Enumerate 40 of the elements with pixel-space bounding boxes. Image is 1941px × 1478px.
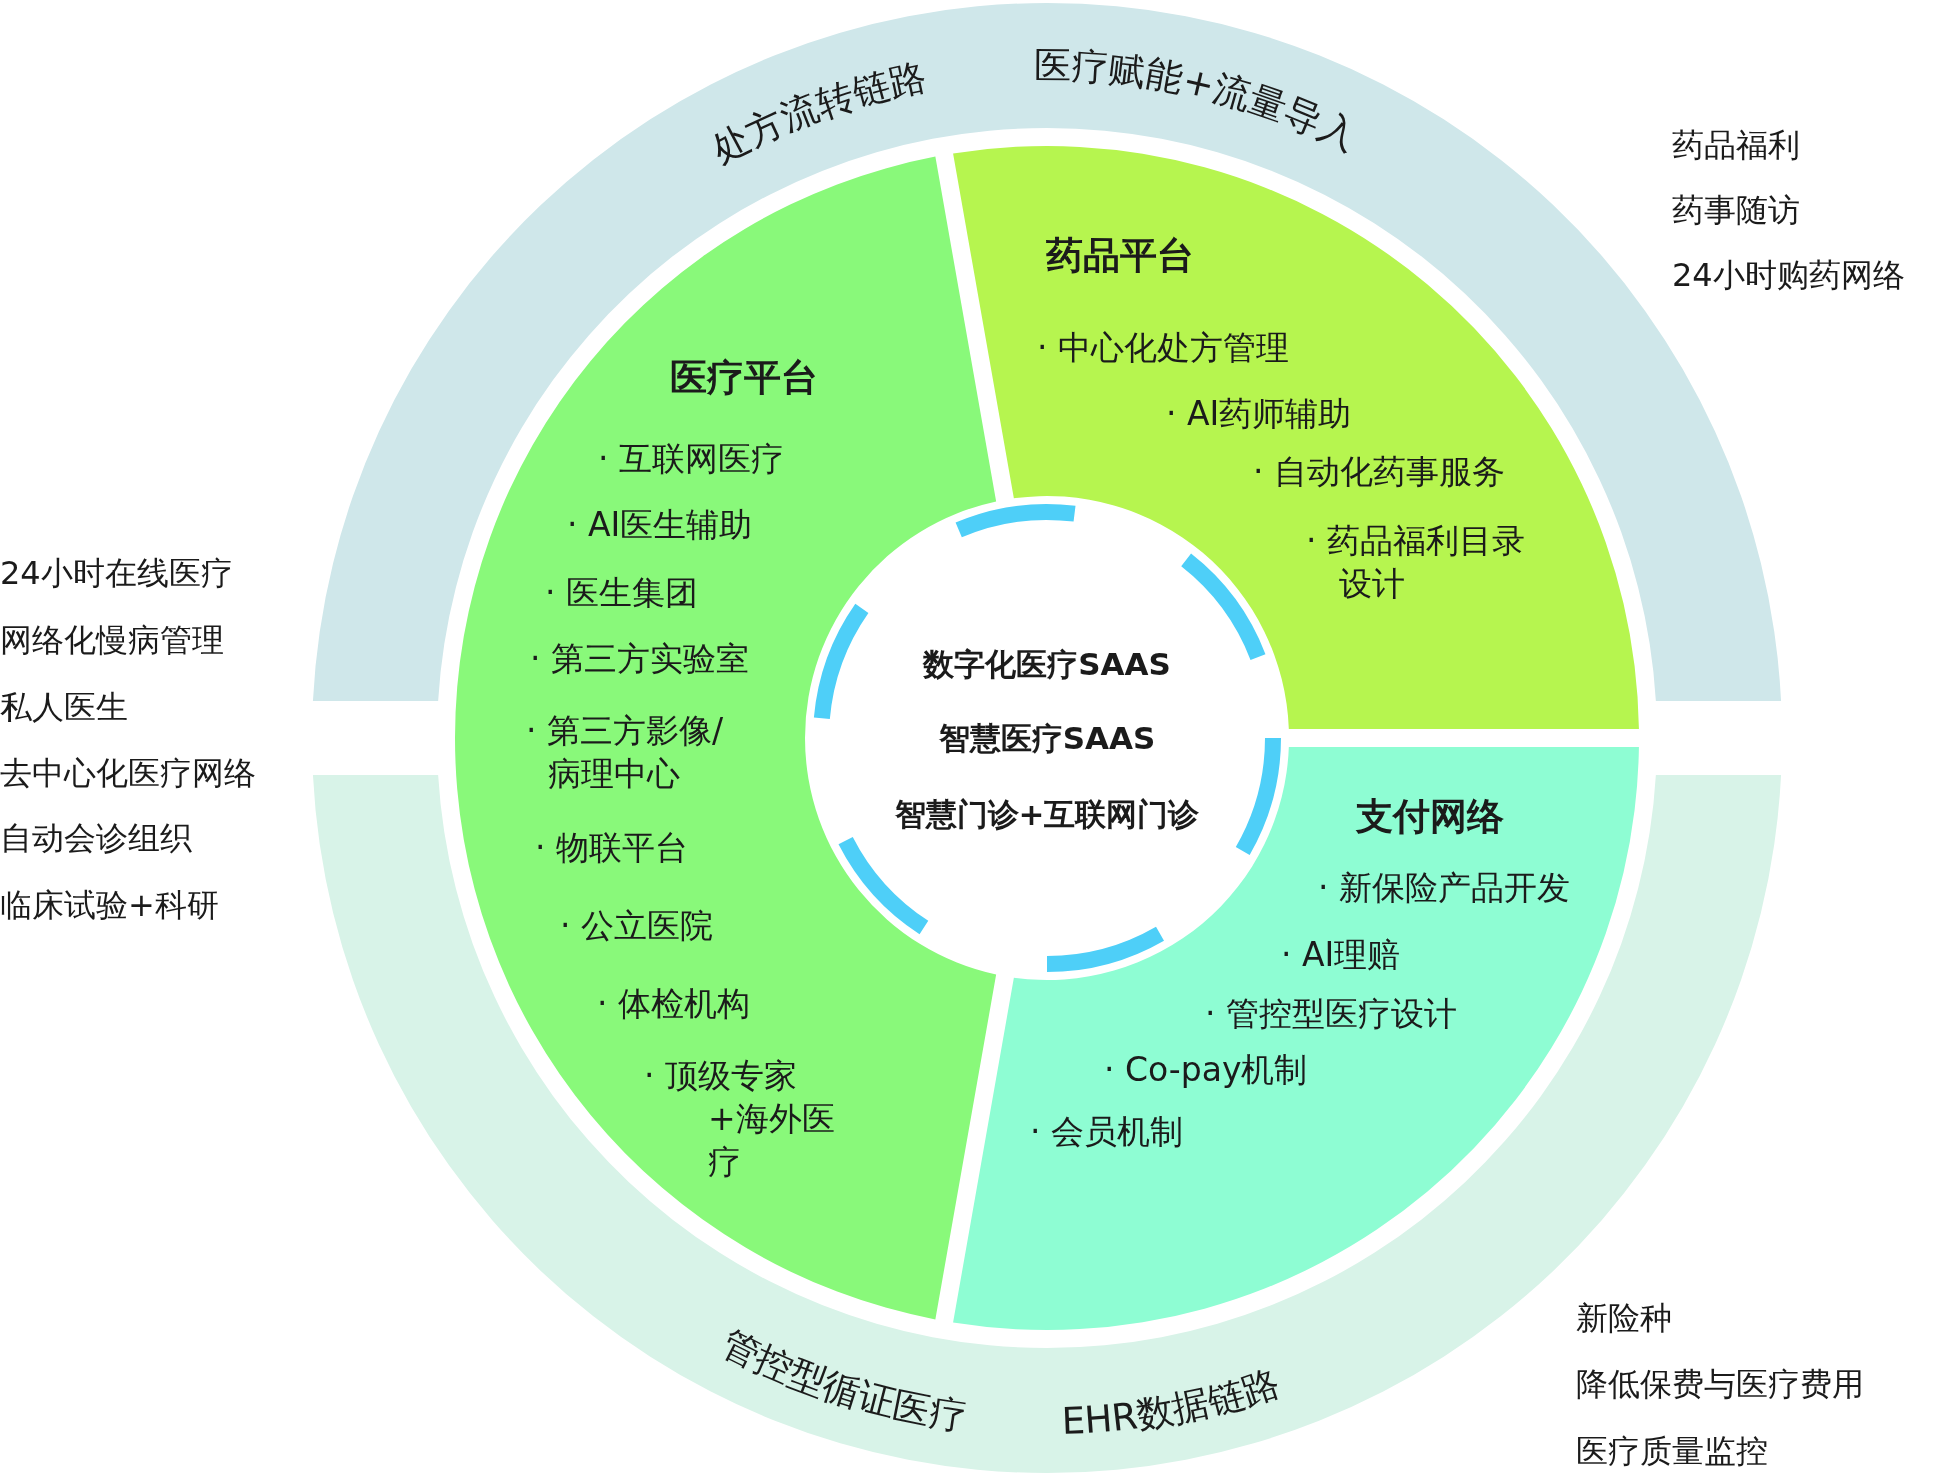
center-title: 智慧医疗SAAS	[938, 720, 1156, 758]
list-item: · 第三方实验室	[530, 638, 749, 680]
feature-label: 24小时购药网络	[1672, 255, 1905, 295]
feature-label: 降低保费与医疗费用	[1576, 1364, 1864, 1404]
feature-label: 临床试验+科研	[0, 885, 219, 925]
ring-label: EHR数据链路	[1060, 1360, 1286, 1443]
sector-heading: 药品平台	[1046, 234, 1194, 279]
list-item: · 自动化药事服务	[1253, 451, 1505, 493]
list-item: · AI医生辅助	[567, 504, 753, 546]
list-item: · 管控型医疗设计	[1205, 993, 1457, 1035]
center-title: 数字化医疗SAAS	[923, 646, 1171, 684]
feature-label: 药事随访	[1672, 190, 1800, 230]
feature-label: 新险种	[1576, 1298, 1672, 1338]
ring-label: 医疗赋能+流量导入	[1033, 44, 1364, 160]
feature-label: 医疗质量监控	[1576, 1431, 1768, 1471]
list-item: · 药品福利目录设计	[1306, 520, 1526, 605]
list-item: · AI理赔	[1281, 934, 1401, 976]
list-item: · 新保险产品开发	[1318, 867, 1570, 909]
list-item: · 物联平台	[535, 827, 688, 869]
feature-label: 自动会诊组织	[0, 818, 192, 858]
list-item: · 体检机构	[597, 983, 750, 1025]
list-item: · Co-pay机制	[1104, 1049, 1308, 1091]
list-item: · 医生集团	[545, 572, 698, 614]
list-item: · 顶级专家+海外医疗	[644, 1055, 836, 1183]
feature-label: 药品福利	[1672, 125, 1800, 165]
center-title: 智慧门诊+互联网门诊	[894, 796, 1200, 834]
list-item: · 中心化处方管理	[1037, 327, 1289, 369]
list-item: · 公立医院	[560, 905, 713, 947]
list-item: · AI药师辅助	[1166, 393, 1352, 435]
ring-label: 管控型循证医疗	[714, 1321, 970, 1439]
sector-heading: 医疗平台	[670, 356, 818, 401]
feature-label: 网络化慢病管理	[0, 620, 224, 660]
list-item: · 互联网医疗	[598, 438, 784, 480]
feature-label: 24小时在线医疗	[0, 553, 233, 593]
list-item: · 会员机制	[1030, 1111, 1183, 1153]
feature-label: 去中心化医疗网络	[0, 753, 256, 793]
feature-label: 私人医生	[0, 687, 128, 727]
sector-heading: 支付网络	[1356, 795, 1504, 840]
ring-label: 处方流转链路	[704, 55, 931, 173]
list-item: · 第三方影像/病理中心	[526, 710, 725, 795]
